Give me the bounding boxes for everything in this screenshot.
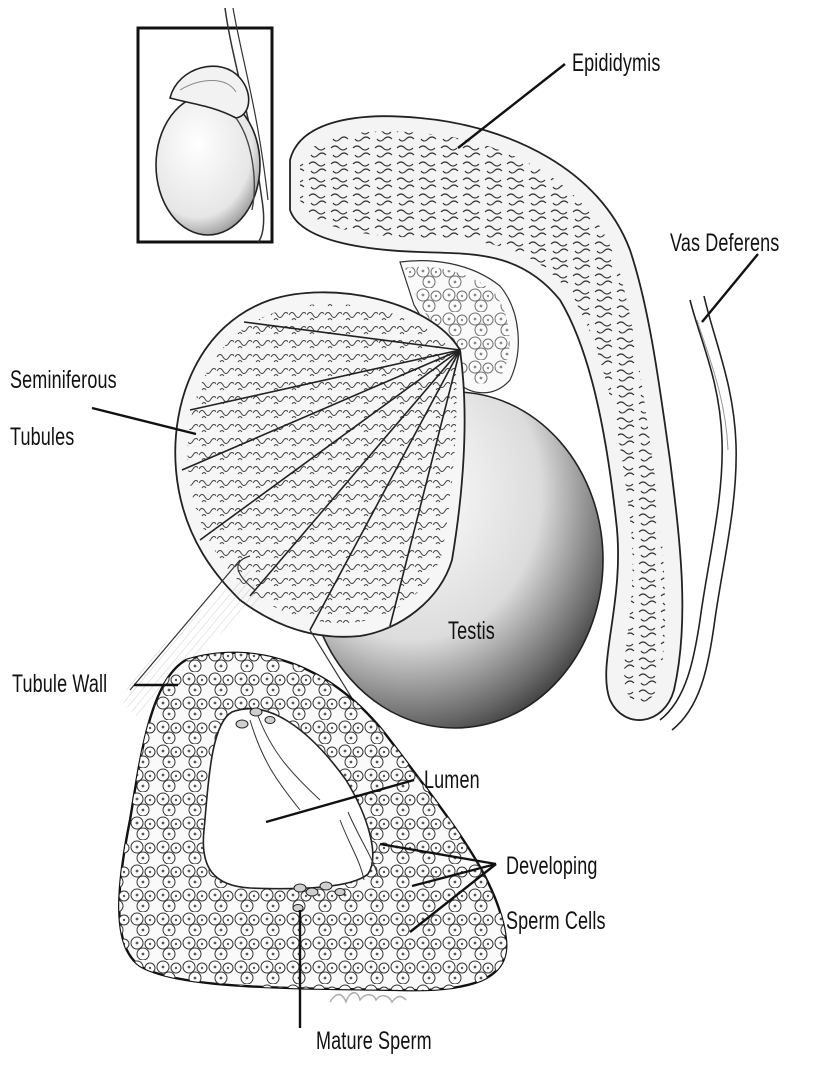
inset-thumbnail [138,8,272,242]
label-developing-line1: Developing [506,851,598,881]
label-seminiferous-line2: Tubules [10,422,74,452]
label-testis: Testis [448,616,495,646]
label-vas-deferens: Vas Deferens [670,228,779,258]
label-mature-sperm: Mature Sperm [316,1026,432,1056]
label-seminiferous-line1: Seminiferous [10,365,117,395]
label-tubule-wall: Tubule Wall [12,669,107,699]
leader-epididymis [458,64,565,148]
label-lumen: Lumen [424,765,480,795]
artist-signature [330,993,406,1002]
leader-vas-deferens [702,254,758,322]
label-developing-line2: Sperm Cells [506,906,606,936]
label-epididymis: Epididymis [572,48,660,78]
